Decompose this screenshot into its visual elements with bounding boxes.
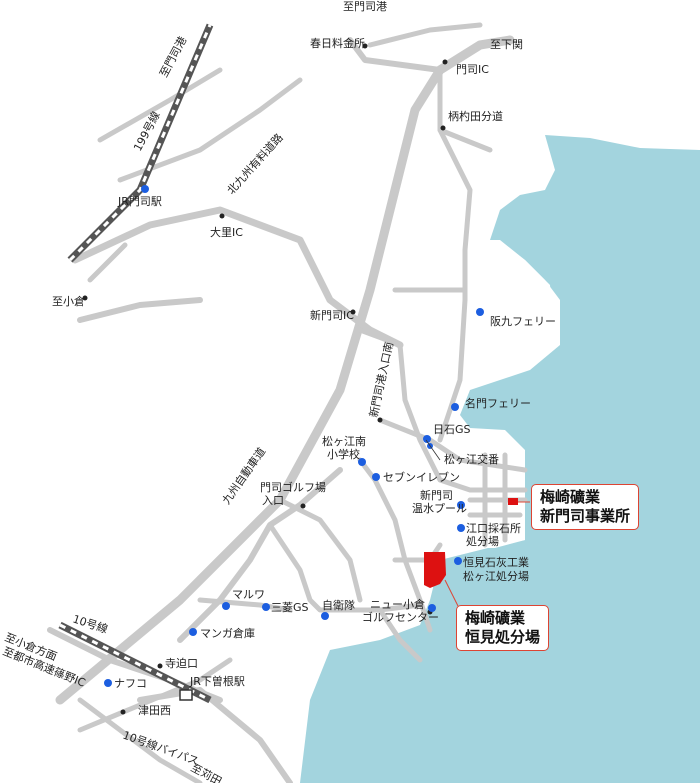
callout-shinmoji-office-line2: 新門司事業所 bbox=[540, 507, 631, 525]
label-dairi-ic: 大里IC bbox=[210, 225, 243, 239]
label-to-kokura: 至小倉 bbox=[52, 294, 85, 308]
callout-tsunemi-site-line1: 梅崎礦業 bbox=[465, 609, 526, 627]
callout-shinmoji-office-line1: 梅崎礦業 bbox=[540, 488, 601, 506]
blue-dot-icon bbox=[141, 185, 149, 193]
label-golf-entrance-2: 入口 bbox=[262, 494, 284, 507]
junction-dot-icon bbox=[377, 417, 383, 423]
junction-dot-icon bbox=[120, 709, 126, 715]
junction-dot-icon bbox=[350, 309, 356, 315]
junction-markers bbox=[82, 43, 448, 715]
label-shinmoji-ic: 新門司IC bbox=[310, 308, 354, 322]
label-mitsubishi-gs: 三菱GS bbox=[271, 601, 309, 614]
blue-dot-icon bbox=[104, 679, 112, 687]
label-tsudanishi: 津田西 bbox=[138, 704, 171, 717]
blue-dot-icon bbox=[428, 604, 436, 612]
sea-area bbox=[300, 135, 700, 783]
label-terasakoguchi: 寺迫口 bbox=[165, 656, 198, 670]
label-jr-moji: JR門司駅 bbox=[117, 195, 162, 208]
label-to-shimonoseki: 至下関 bbox=[490, 38, 523, 51]
label-maruwa: マルワ bbox=[232, 588, 265, 601]
junction-dot-icon bbox=[442, 59, 448, 65]
label-seven-eleven: セブンイレブン bbox=[383, 470, 460, 484]
junction-dot-icon bbox=[219, 213, 225, 219]
blue-dot-icon bbox=[476, 308, 484, 316]
label-onsen-pool-2: 温水プール bbox=[412, 502, 467, 515]
label-to-moji-port-rail: 至門司港 bbox=[157, 34, 189, 79]
label-hankyu-ferry: 阪九フェリー bbox=[490, 314, 556, 328]
junction-dot-icon bbox=[440, 125, 446, 131]
road-network bbox=[47, 22, 528, 783]
blue-dot-icon bbox=[321, 612, 329, 620]
label-eguchi-quarry-2: 処分場 bbox=[466, 535, 499, 548]
junction-dot-icon bbox=[300, 503, 306, 509]
junction-dot-icon bbox=[82, 295, 88, 301]
label-tsunemi-lime-1: 恒見石灰工業 bbox=[463, 555, 529, 569]
label-jr-shimosone: JR下曽根駅 bbox=[189, 674, 245, 688]
callout-tsunemi-site: 梅崎礦業 恒見処分場 bbox=[456, 605, 550, 651]
blue-dot-icon bbox=[423, 435, 431, 443]
reclaimed-land bbox=[460, 240, 555, 385]
label-matsugae-police: 松ヶ江交番 bbox=[444, 452, 499, 466]
blue-dot-icon bbox=[457, 501, 465, 509]
label-hemoda-junction: 柄杓田分道 bbox=[448, 109, 503, 123]
label-manga-soko: マンガ倉庫 bbox=[200, 626, 255, 640]
blue-dot-icon bbox=[454, 557, 462, 565]
red-square-icon bbox=[508, 498, 518, 505]
label-tsunemi-lime-2: 松ヶ江処分場 bbox=[463, 569, 529, 583]
label-nisseki-gs: 日石GS bbox=[433, 423, 471, 436]
station-icon bbox=[179, 689, 193, 701]
blue-dot-icon bbox=[189, 628, 197, 636]
blue-dot-icon bbox=[222, 602, 230, 610]
blue-dot-icon bbox=[451, 403, 459, 411]
blue-dot-icon bbox=[372, 473, 380, 481]
label-newkokura-golf-2: ゴルフセンター bbox=[362, 610, 439, 624]
label-to-moji-port: 至門司港 bbox=[343, 0, 387, 13]
label-golf-entrance-1: 門司ゴルフ場 bbox=[260, 480, 326, 494]
label-jieitai: 自衛隊 bbox=[322, 598, 355, 612]
blue-dot-icon bbox=[358, 458, 366, 466]
label-matsugae-school-1: 松ヶ江南 bbox=[322, 434, 366, 448]
label-kasuga-toll: 春日料金所 bbox=[310, 36, 365, 50]
label-matsugae-school-2: 小学校 bbox=[327, 447, 360, 461]
junction-dot-icon bbox=[362, 43, 368, 49]
label-kyushu-expressway: 九州自動車道 bbox=[219, 445, 268, 507]
poi-markers bbox=[104, 185, 484, 687]
label-eguchi-quarry-1: 江口採石所 bbox=[466, 521, 521, 535]
blue-dot-icon bbox=[457, 524, 465, 532]
label-nafco: ナフコ bbox=[114, 677, 147, 690]
red-site-shape-icon bbox=[424, 552, 446, 588]
label-newkokura-golf-1: ニュー小倉 bbox=[370, 597, 425, 611]
callout-tsunemi-site-line2: 恒見処分場 bbox=[465, 628, 541, 646]
label-onsen-pool-1: 新門司 bbox=[420, 488, 453, 502]
label-shinmoji-entrance-south: 新門司港入口南 bbox=[366, 340, 396, 418]
blue-dot-icon bbox=[262, 603, 270, 611]
label-kitakyushu-expressway: 北九州有料道路 bbox=[224, 130, 286, 197]
callout-shinmoji-office: 梅崎礦業 新門司事業所 bbox=[531, 484, 640, 530]
label-moji-ic: 門司IC bbox=[456, 63, 489, 76]
junction-dot-icon bbox=[157, 663, 163, 669]
callout-pointer bbox=[444, 579, 459, 607]
leader-line bbox=[425, 439, 441, 461]
label-meimon-ferry: 名門フェリー bbox=[465, 396, 531, 410]
